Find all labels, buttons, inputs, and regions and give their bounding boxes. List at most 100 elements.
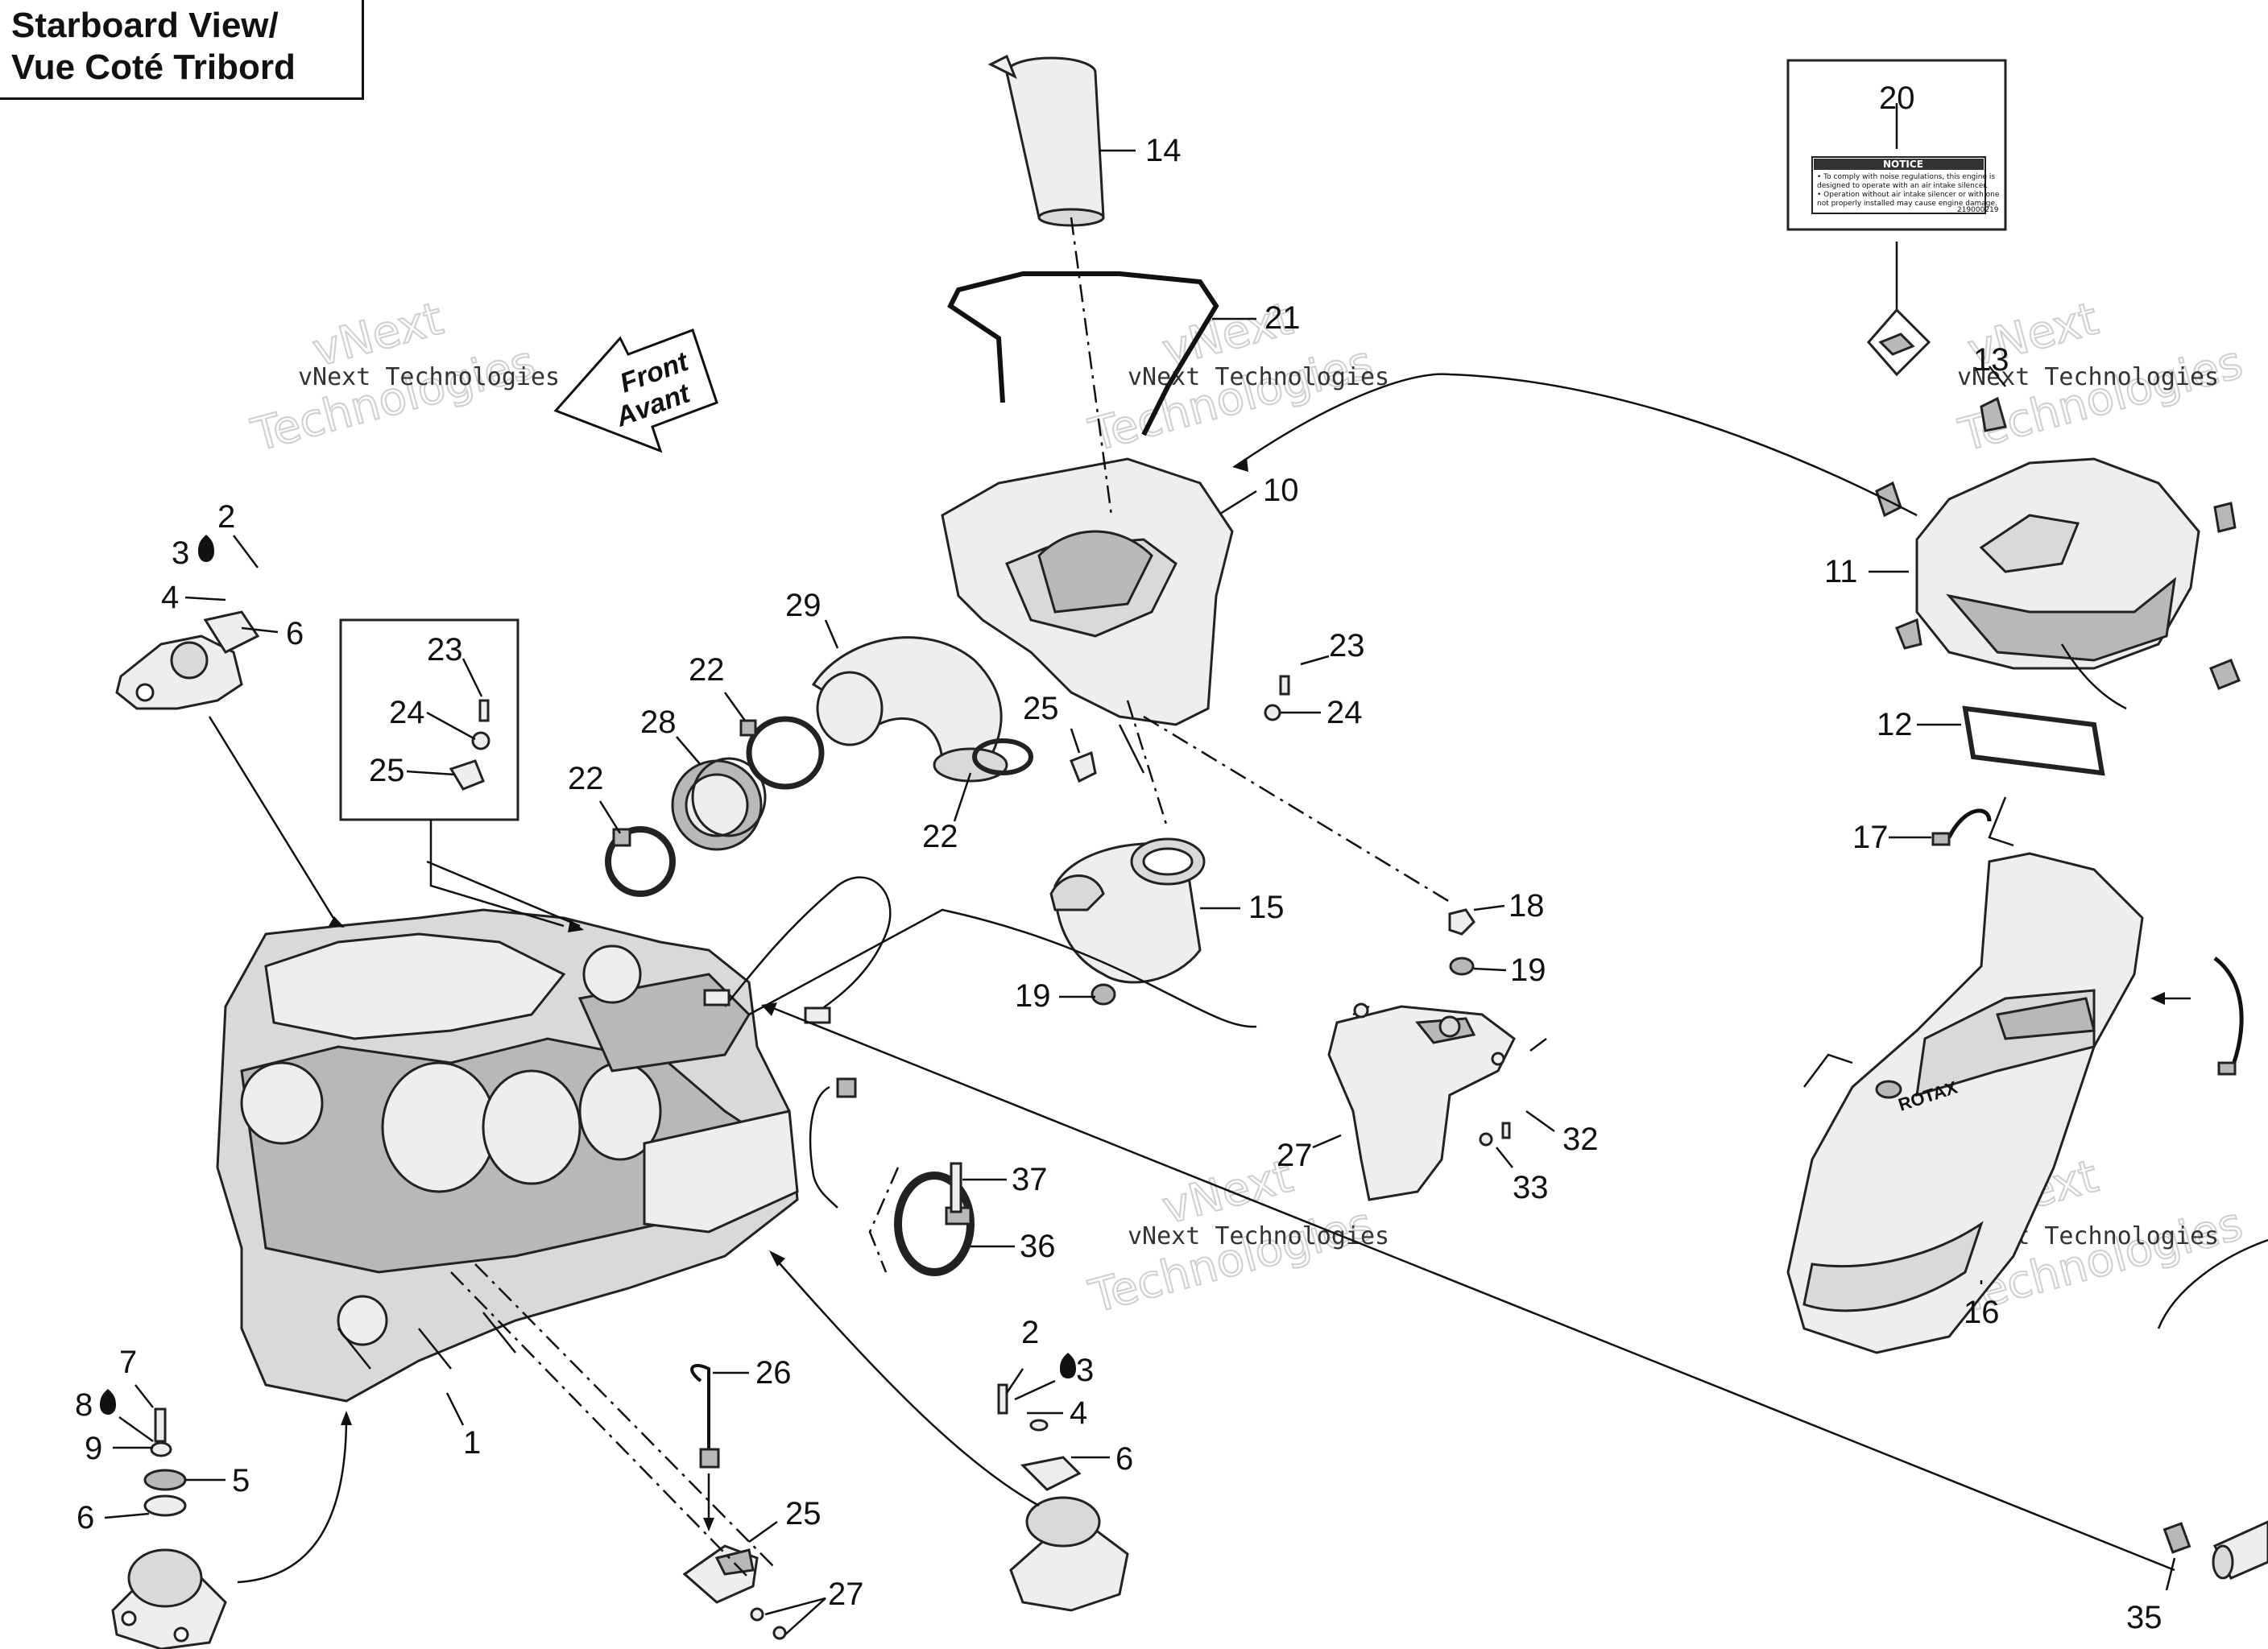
svg-text:19: 19 — [1015, 978, 1051, 1014]
callout-10: 10 — [1219, 473, 1299, 515]
svg-text:vNext Technologies: vNext Technologies — [1128, 1222, 1389, 1250]
nut-18 — [1448, 908, 1475, 936]
notice-label-box-20: NOTICE • To comply with noise regulation… — [1786, 59, 2007, 377]
svg-text:• Operation without air intake: • Operation without air intake silencer … — [1817, 191, 2000, 199]
front-direction-arrow: Front Avant — [553, 329, 718, 453]
pin-37 — [950, 1162, 962, 1213]
callout-21: 21 — [1212, 300, 1301, 336]
svg-text:2: 2 — [217, 499, 235, 535]
svg-text:25: 25 — [1023, 691, 1059, 726]
svg-text:6: 6 — [286, 616, 304, 651]
callout-3-bottom: 3 — [1014, 1353, 1094, 1401]
svg-text:3: 3 — [172, 535, 189, 571]
washer-24-right — [1264, 704, 1281, 721]
screw-23-right — [1279, 675, 1290, 696]
svg-text:37: 37 — [1012, 1162, 1048, 1197]
svg-text:36: 36 — [1020, 1229, 1056, 1264]
oil-drop-icon — [198, 535, 214, 562]
svg-text:26: 26 — [755, 1355, 792, 1391]
callout-15: 15 — [1200, 890, 1285, 925]
intake-adapter-15 — [1049, 700, 1206, 984]
svg-text:23: 23 — [427, 632, 463, 667]
intake-elbow-30 — [811, 636, 1008, 783]
washer-19-a — [1449, 957, 1475, 976]
engine-block — [216, 876, 892, 1403]
svg-text:13: 13 — [1973, 342, 2009, 378]
svg-text:27: 27 — [828, 1577, 864, 1612]
callout-8: 8 — [75, 1387, 154, 1443]
engine-mount-rear — [115, 610, 260, 710]
callout-32: 32 — [1525, 1110, 1599, 1157]
callout-30: 29 — [785, 588, 839, 649]
bracket-21 — [947, 271, 1219, 436]
svg-text:3: 3 — [1076, 1353, 1094, 1388]
clamp-22-a — [605, 826, 676, 897]
svg-text:2: 2 — [1021, 1315, 1039, 1350]
oil-drop-icon — [100, 1389, 116, 1415]
hull-edge — [2157, 1238, 2268, 1329]
callout-27: 27 — [764, 1577, 864, 1635]
air-box-body-16: ROTAX — [1786, 852, 2144, 1354]
callout-20: 20 — [1879, 81, 1915, 116]
svg-text:219000219: 219000219 — [1957, 206, 1999, 214]
callout-23-inset: 23 — [427, 632, 483, 697]
callout-28: 26 — [713, 1355, 792, 1391]
callout-6-left: 6 — [77, 1500, 150, 1535]
svg-text:not properly installed may cau: not properly installed may cause engine … — [1817, 200, 1997, 208]
callout-22-b: 22 — [568, 761, 622, 834]
svg-text:12: 12 — [1877, 707, 1913, 742]
bracket-29 — [1327, 1002, 1547, 1201]
svg-text:4: 4 — [1070, 1395, 1087, 1431]
engine-mount-front-right — [997, 1383, 1129, 1612]
callout-14: 14 — [1099, 133, 1182, 168]
callout-36: 36 — [971, 1229, 1056, 1264]
callout-7: 7 — [119, 1345, 154, 1408]
svg-text:designed to operate with an ai: designed to operate with an air intake s… — [1817, 182, 1988, 190]
hose-right-clip — [2217, 1061, 2237, 1076]
svg-text:22: 22 — [568, 761, 604, 796]
oil-drop-icon — [1060, 1353, 1076, 1378]
svg-text:6: 6 — [77, 1500, 94, 1535]
callout-26: 25 — [748, 1496, 822, 1544]
inset-box-hardware — [339, 618, 565, 928]
callout-13: 13 — [1973, 342, 2009, 387]
callout-2-bottom: 2 — [1005, 1315, 1039, 1394]
svg-text:1: 1 — [463, 1425, 481, 1461]
sensor-26 — [682, 1544, 759, 1604]
clamp-36 — [894, 1172, 975, 1276]
screws-27 — [750, 1607, 787, 1640]
svg-text:24: 24 — [1326, 695, 1363, 730]
svg-text:24: 24 — [389, 695, 425, 730]
hose-right-edge — [2213, 957, 2244, 1072]
silencer-base-10 — [941, 457, 1234, 774]
svg-text:10: 10 — [1263, 473, 1299, 508]
svg-text:• To comply with noise regulat: • To comply with noise regulations, this… — [1817, 173, 1995, 181]
svg-text:18: 18 — [1509, 888, 1545, 924]
svg-text:15: 15 — [1248, 890, 1285, 925]
view-title-en: Starboard View/ — [11, 6, 279, 45]
svg-text:7: 7 — [119, 1345, 137, 1380]
svg-text:8: 8 — [75, 1387, 93, 1423]
svg-text:25: 25 — [369, 753, 405, 788]
callout-19-right: 19 — [1473, 953, 1546, 988]
svg-text:vNext Technologies: vNext Technologies — [298, 363, 560, 391]
callout-24-right: 24 — [1281, 695, 1363, 730]
svg-text:35: 35 — [2126, 1600, 2162, 1635]
svg-text:25: 25 — [785, 1496, 822, 1531]
washer-19-b — [1091, 983, 1116, 1006]
callout-17: 17 — [1852, 820, 1931, 855]
dash-line-silencer-to-mount — [1143, 715, 1451, 903]
clip-25-center — [1070, 750, 1097, 783]
clamp-22-b — [739, 716, 825, 790]
callout-3-top: 3 — [172, 535, 214, 571]
callout-9: 9 — [85, 1431, 153, 1466]
callout-1: 1 — [445, 1392, 481, 1461]
svg-text:16: 16 — [1964, 1295, 2000, 1330]
callout-6-top: 6 — [241, 616, 304, 651]
svg-text:23: 23 — [1329, 628, 1365, 663]
svg-text:4: 4 — [161, 580, 179, 615]
callout-25-inset: 25 — [369, 753, 456, 788]
coupler-31 — [671, 757, 767, 851]
